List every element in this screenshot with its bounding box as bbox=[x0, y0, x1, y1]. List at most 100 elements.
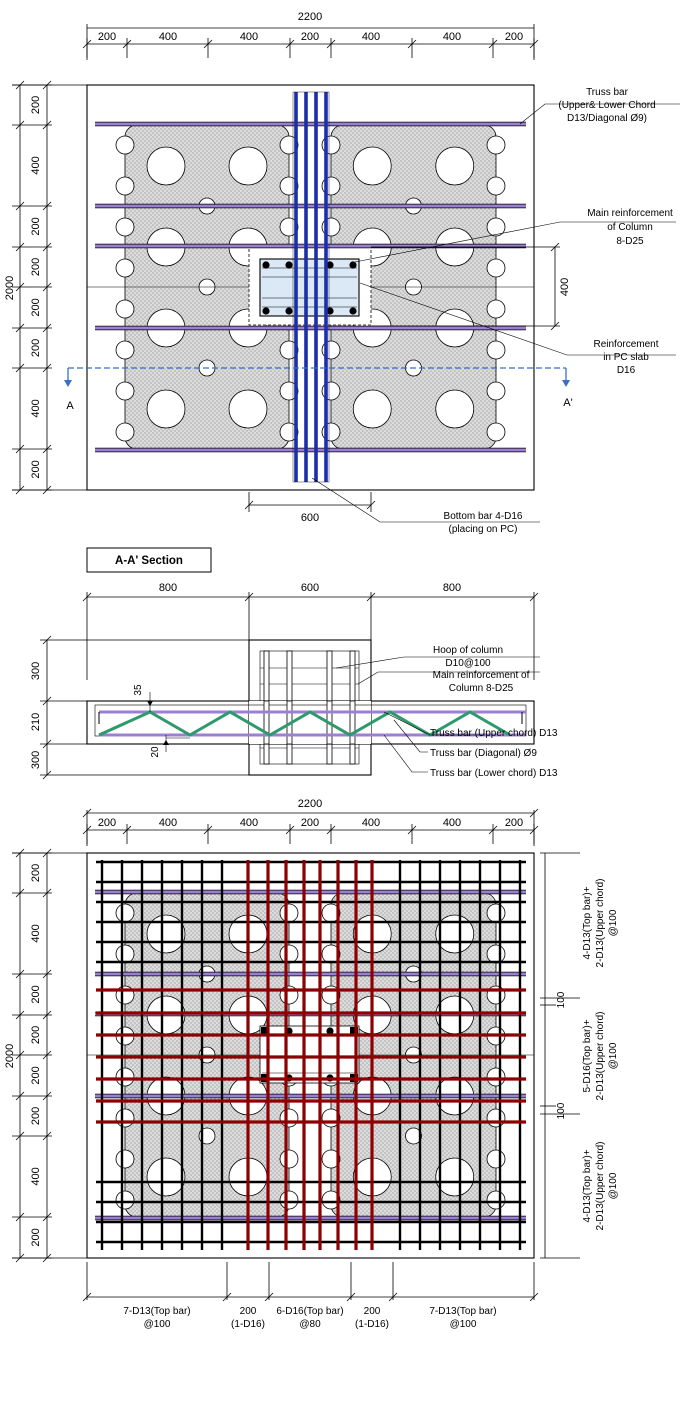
label-line: (placing on PC) bbox=[449, 524, 518, 535]
top-width-seg: 400 bbox=[362, 31, 380, 43]
label-line: @100 bbox=[450, 1319, 477, 1330]
diagonal-callout: Truss bar (Diagonal) Ø9 bbox=[393, 719, 537, 759]
section-width-seg: 800 bbox=[443, 582, 461, 594]
top-width-seg: 200 bbox=[505, 31, 523, 43]
section-height-seg: 210 bbox=[30, 713, 42, 731]
top-bar-grid bbox=[96, 860, 526, 1250]
void-circle bbox=[435, 146, 475, 186]
label-diagonal: Truss bar (Diagonal) Ø9 bbox=[430, 748, 537, 759]
height-segment-label: 200 bbox=[30, 217, 42, 235]
label-line: 6-D16(Top bar) bbox=[276, 1306, 343, 1317]
truss-bars bbox=[95, 121, 526, 453]
section-mark-left: A bbox=[66, 400, 74, 412]
height-segment-label: 200 bbox=[30, 1066, 42, 1084]
height-segment-label: 200 bbox=[30, 1107, 42, 1125]
void-circle bbox=[228, 389, 268, 429]
section-title-box bbox=[86, 547, 212, 573]
section-height-seg: 300 bbox=[30, 751, 42, 769]
void-circle bbox=[352, 389, 392, 429]
bottom-plan-outline bbox=[86, 852, 535, 1259]
void-circle bbox=[146, 914, 186, 954]
section-main-reinf-callout: Main reinforcement of Column 8-D25 bbox=[357, 670, 540, 694]
bottom-width-seg: 200 bbox=[301, 817, 319, 829]
label-line: 200 bbox=[240, 1306, 257, 1317]
gap-100: 100 bbox=[556, 1102, 567, 1119]
label-line: Bottom bar 4-D16 bbox=[444, 511, 523, 522]
top-overall-height: 2000 bbox=[4, 276, 16, 300]
label-line: 7-D13(Top bar) bbox=[429, 1306, 496, 1317]
section-height-seg: 300 bbox=[30, 662, 42, 680]
top-overall-width: 2200 bbox=[298, 11, 322, 23]
label-line: @100 bbox=[608, 1172, 619, 1199]
height-segment-label: 400 bbox=[30, 399, 42, 417]
section-diagonal bbox=[98, 710, 511, 737]
section-width-seg: 800 bbox=[159, 582, 177, 594]
hoop-callout: Hoop of column D10@100 bbox=[335, 645, 540, 669]
label-line: Truss bar bbox=[586, 87, 629, 98]
column-height-value: 400 bbox=[559, 278, 571, 296]
height-segment-label: 200 bbox=[30, 258, 42, 276]
gap-100: 100 bbox=[556, 991, 567, 1008]
label-line: D16 bbox=[617, 365, 636, 376]
label-line: 5-D16(Top bar)+ bbox=[582, 1019, 593, 1092]
label-line: (Upper& Lower Chord bbox=[558, 100, 655, 111]
label-line: Column 8-D25 bbox=[449, 683, 514, 694]
upper-chord-callout: Truss bar (Upper chord) D13 bbox=[383, 711, 558, 739]
void-circle bbox=[146, 1157, 186, 1197]
top-width-seg: 200 bbox=[98, 31, 116, 43]
label-line: Reinforcement bbox=[593, 339, 658, 350]
bottom-bar-callout: Bottom bar 4-D16 (placing on PC) bbox=[311, 477, 540, 535]
bottom-plan: 2200 200 400 400 200 400 400 200 bbox=[4, 798, 619, 1330]
bottom-bars-blue bbox=[292, 91, 330, 483]
label-line: 4-D13(Top bar)+ bbox=[582, 886, 593, 959]
label-line: 8-D25 bbox=[616, 236, 644, 247]
main-reinforcement-callout: Main reinforcement of Column 8-D25 bbox=[354, 208, 676, 263]
height-segment-label: 200 bbox=[30, 985, 42, 1003]
zone-label-top: 4-D13(Top bar)+ 2-D13(Upper chord) @100 bbox=[582, 879, 619, 968]
top-width-seg: 400 bbox=[443, 31, 461, 43]
bottom-width-dimensions: 2200 200 400 400 200 400 400 200 bbox=[82, 798, 539, 846]
dim-35: 35 bbox=[133, 684, 144, 696]
label-line: @80 bbox=[299, 1319, 321, 1330]
bottom-width-seg: 400 bbox=[159, 817, 177, 829]
height-segment-label: 400 bbox=[30, 1167, 42, 1185]
bottom-overall-height: 2000 bbox=[4, 1044, 16, 1068]
label-line: 4-D13(Top bar)+ bbox=[582, 1149, 593, 1222]
label-line: @100 bbox=[144, 1319, 171, 1330]
label-line: (1-D16) bbox=[231, 1319, 265, 1330]
pc-reinforcement-callout: Reinforcement in PC slab D16 bbox=[359, 282, 676, 376]
label-lower-chord: Truss bar (Lower chord) D13 bbox=[430, 768, 558, 779]
label-line: 2-D13(Upper chord) bbox=[595, 1012, 606, 1101]
bottom-zone-dimensions: 7-D13(Top bar) @100 200 (1-D16) 6-D16(To… bbox=[82, 1262, 539, 1330]
height-segment-label: 400 bbox=[30, 924, 42, 942]
section-width-seg: 600 bbox=[301, 582, 319, 594]
height-segment-label: 200 bbox=[30, 1026, 42, 1044]
label-line: 7-D13(Top bar) bbox=[123, 1306, 190, 1317]
column bbox=[259, 258, 360, 317]
top-width-seg: 400 bbox=[240, 31, 258, 43]
column-width-dimension: 600 bbox=[244, 492, 376, 524]
label-line: D13/Diagonal Ø9) bbox=[567, 113, 647, 124]
height-segment-label: 200 bbox=[30, 1228, 42, 1246]
section-cut-line: A A' bbox=[64, 367, 573, 412]
label-line: in PC slab bbox=[603, 352, 649, 363]
bottom-overall-width: 2200 bbox=[298, 798, 322, 810]
label-line: D10@100 bbox=[445, 658, 491, 669]
height-segment-label: 200 bbox=[30, 96, 42, 114]
label-line: 2-D13(Upper chord) bbox=[595, 879, 606, 968]
zone-label-bottom: 4-D13(Top bar)+ 2-D13(Upper chord) @100 bbox=[582, 1142, 619, 1231]
column-main-bars bbox=[262, 261, 357, 315]
void-circle bbox=[228, 146, 268, 186]
label-line: (1-D16) bbox=[355, 1319, 389, 1330]
void-circle bbox=[146, 146, 186, 186]
section-title: A-A' Section bbox=[115, 555, 183, 567]
top-plan-outline bbox=[86, 84, 535, 491]
section-width-dimensions: 800 600 800 bbox=[82, 582, 539, 680]
top-width-dimensions: 2200 200 400 400 200 400 400 200 bbox=[82, 11, 539, 60]
height-segment-label: 400 bbox=[30, 156, 42, 174]
bottom-width-seg: 200 bbox=[505, 817, 523, 829]
label-upper-chord: Truss bar (Upper chord) D13 bbox=[430, 728, 558, 739]
void-circle bbox=[146, 389, 186, 429]
